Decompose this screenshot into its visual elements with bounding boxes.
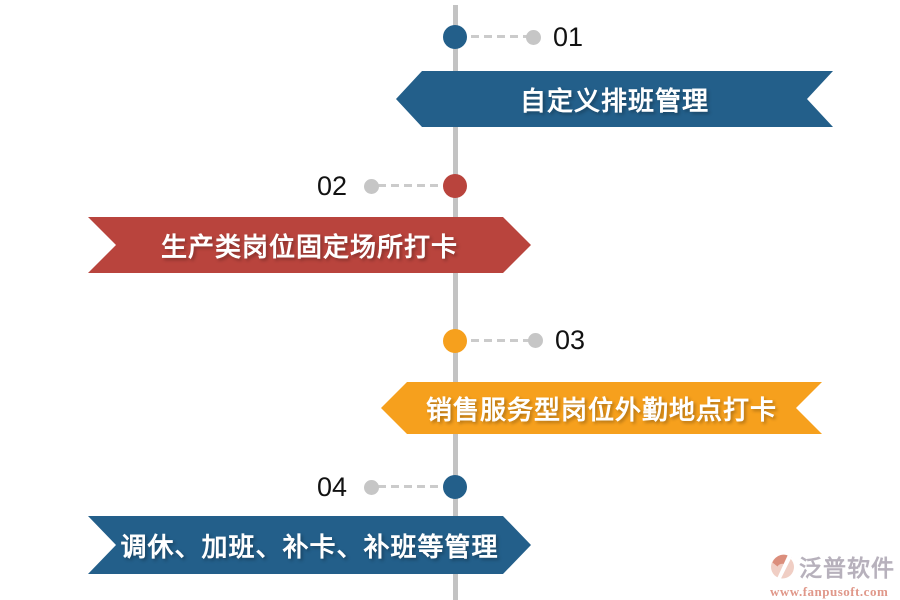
banner-3-label: 销售服务型岗位外勤地点打卡 — [425, 394, 777, 425]
fanpu-logo-icon — [771, 553, 794, 580]
connector-line-3 — [458, 339, 530, 342]
timeline-node-3 — [443, 329, 467, 353]
banner-4: 调休、加班、补卡、补班等管理 — [88, 516, 531, 574]
banner-1: 自定义排班管理 — [396, 71, 833, 127]
step-number-2: 02 — [316, 171, 347, 201]
banner-3: 销售服务型岗位外勤地点打卡 — [381, 382, 822, 434]
step-number-4: 04 — [316, 472, 347, 502]
step-number-1: 01 — [553, 22, 584, 52]
watermark: 泛普软件 www.fanpusoft.com — [770, 549, 895, 600]
timeline-axis — [453, 5, 458, 600]
timeline-node-2 — [443, 174, 467, 198]
banner-4-label: 调休、加班、补卡、补班等管理 — [120, 531, 499, 562]
banner-2-label: 生产类岗位固定场所打卡 — [160, 231, 458, 262]
timeline-node-1 — [443, 25, 467, 49]
step-number-3: 03 — [555, 325, 586, 355]
banner-1-label: 自定义排班管理 — [519, 85, 709, 116]
timeline-node-4 — [443, 475, 467, 499]
connector-endpoint-2 — [364, 179, 379, 194]
watermark-brand: 泛普软件 — [799, 555, 895, 581]
connector-endpoint-1 — [526, 30, 541, 45]
connector-line-4 — [378, 485, 446, 488]
watermark-url: www.fanpusoft.com — [770, 584, 889, 599]
connector-line-2 — [378, 184, 446, 187]
connector-endpoint-4 — [364, 480, 379, 495]
connector-line-1 — [458, 35, 530, 38]
banner-2: 生产类岗位固定场所打卡 — [88, 217, 531, 273]
connector-endpoint-3 — [528, 333, 543, 348]
